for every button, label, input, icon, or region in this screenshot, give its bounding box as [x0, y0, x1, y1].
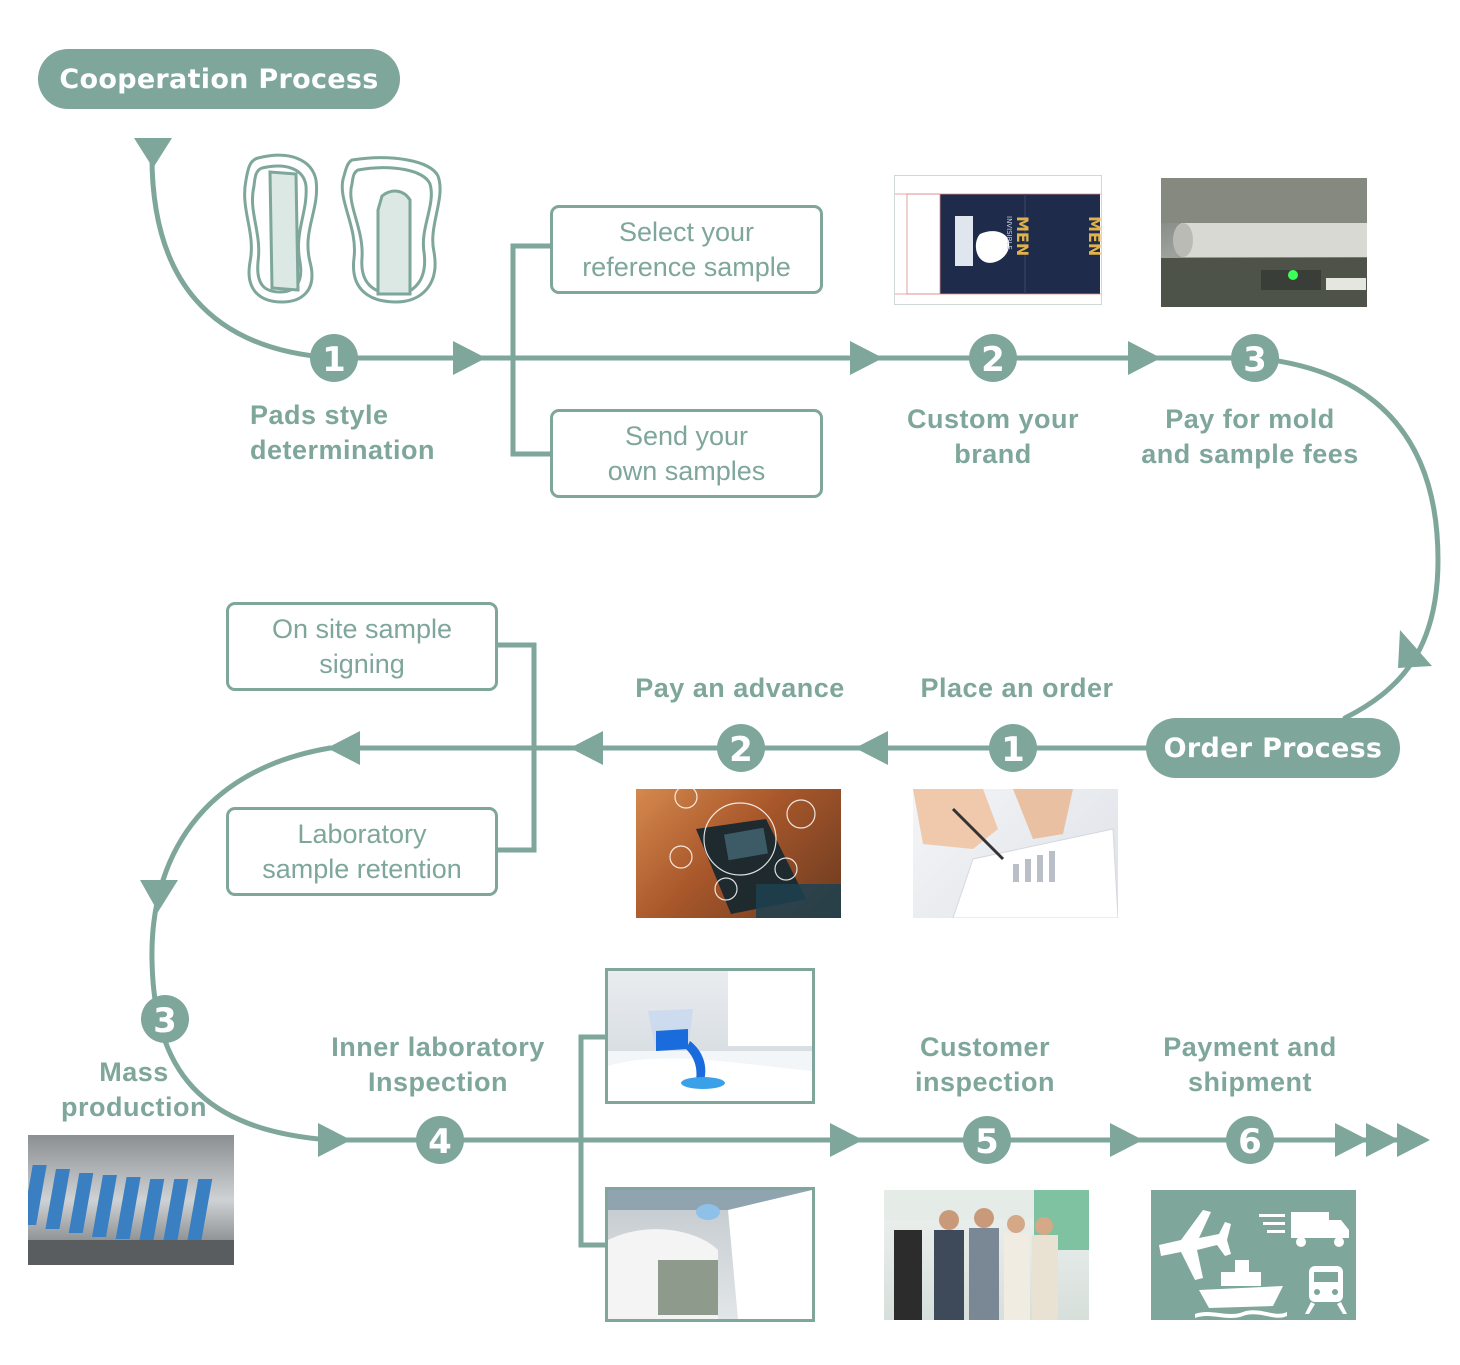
- arrow-down-curve: [140, 880, 178, 912]
- arrow-right: [830, 1123, 863, 1157]
- svg-text:6: 6: [1238, 1122, 1262, 1162]
- coop-step-1-marker: 1: [310, 334, 358, 382]
- svg-text:2: 2: [981, 340, 1005, 380]
- arrow-right: [1128, 341, 1161, 375]
- order-step-5-label: Customer inspection: [914, 1032, 1055, 1097]
- order-step-2-marker: 2: [717, 724, 765, 772]
- order-step-4-label: Inner laboratory Inspection: [331, 1032, 545, 1097]
- truck-icon: [1259, 1212, 1349, 1247]
- start-arrow: [134, 138, 172, 168]
- arrow-left: [570, 731, 603, 765]
- train-icon: [1305, 1266, 1347, 1314]
- lab-absorption-test-image: [605, 968, 815, 1104]
- svg-text:INVISIBLE: INVISIBLE: [1005, 216, 1013, 250]
- coop-step-2-marker: 2: [969, 334, 1017, 382]
- svg-text:3: 3: [153, 1001, 177, 1041]
- order-step-5-marker: 5: [963, 1116, 1011, 1164]
- arrow-right: [318, 1123, 351, 1157]
- on-site-sample-signing-box: On site sample signing: [226, 602, 498, 691]
- coop-step-3-label: Pay for mold and sample fees: [1141, 404, 1359, 469]
- svg-text:MEN: MEN: [1085, 216, 1102, 256]
- arrow-right: [1110, 1123, 1143, 1157]
- left-curve: [149, 745, 333, 1143]
- arrow-right: [1335, 1123, 1368, 1157]
- production-machine-image: [1161, 178, 1367, 307]
- order-step-2-label: Pay an advance: [635, 673, 845, 703]
- top-branch-connector: [510, 243, 553, 457]
- svg-text:5: 5: [975, 1122, 999, 1162]
- arrow-down-curve: [1398, 630, 1432, 668]
- arrow-right: [1397, 1123, 1430, 1157]
- customer-inspection-image: [884, 1190, 1089, 1320]
- coop-step-2-label: Custom your brand: [906, 404, 1079, 469]
- order-step-3-label: Mass production: [61, 1057, 207, 1122]
- ship-icon: [1195, 1260, 1287, 1318]
- select-reference-sample-box: Select your reference sample: [550, 205, 823, 294]
- order-step-1-label: Place an order: [920, 673, 1114, 703]
- cooperation-process-title: Cooperation Process: [38, 49, 400, 109]
- order-process-title: Order Process: [1146, 718, 1400, 778]
- coop-step-1-label: Pads style determination: [250, 400, 436, 465]
- shipment-icons-panel: [1151, 1190, 1356, 1320]
- lab-machine-test-image: [605, 1187, 815, 1322]
- svg-text:4: 4: [428, 1122, 452, 1162]
- signing-contract-image: [913, 789, 1118, 918]
- middle-branch-connector: [495, 642, 537, 853]
- arrow-right: [850, 341, 883, 375]
- svg-text:1: 1: [1001, 730, 1025, 770]
- order-step-6-label: Payment and shipment: [1163, 1032, 1337, 1097]
- package-design-image: MEN MEN INVISIBLE: [894, 175, 1102, 305]
- order-step-4-marker: 4: [416, 1116, 464, 1164]
- svg-text:2: 2: [729, 730, 753, 770]
- arrow-right: [453, 341, 486, 375]
- send-own-samples-box: Send your own samples: [550, 409, 823, 498]
- right-curve: [1252, 355, 1441, 721]
- pads-illustration: [243, 153, 442, 304]
- svg-text:1: 1: [322, 340, 346, 380]
- payment-terminal-image: [636, 789, 841, 918]
- order-step-1-marker: 1: [989, 724, 1037, 772]
- coop-step-3-marker: 3: [1231, 334, 1279, 382]
- airplane-icon: [1159, 1210, 1231, 1280]
- svg-text:3: 3: [1243, 340, 1267, 380]
- mass-production-image: [28, 1135, 234, 1265]
- bottom-branch-connector: [578, 1034, 608, 1248]
- svg-text:MEN: MEN: [1013, 216, 1032, 256]
- arrow-left: [327, 731, 360, 765]
- order-step-3-marker: 3: [141, 995, 189, 1043]
- arrow-left: [855, 731, 888, 765]
- arrow-right: [1366, 1123, 1399, 1157]
- order-step-6-marker: 6: [1226, 1116, 1274, 1164]
- laboratory-sample-retention-box: Laboratory sample retention: [226, 807, 498, 896]
- entry-curve: [149, 147, 337, 361]
